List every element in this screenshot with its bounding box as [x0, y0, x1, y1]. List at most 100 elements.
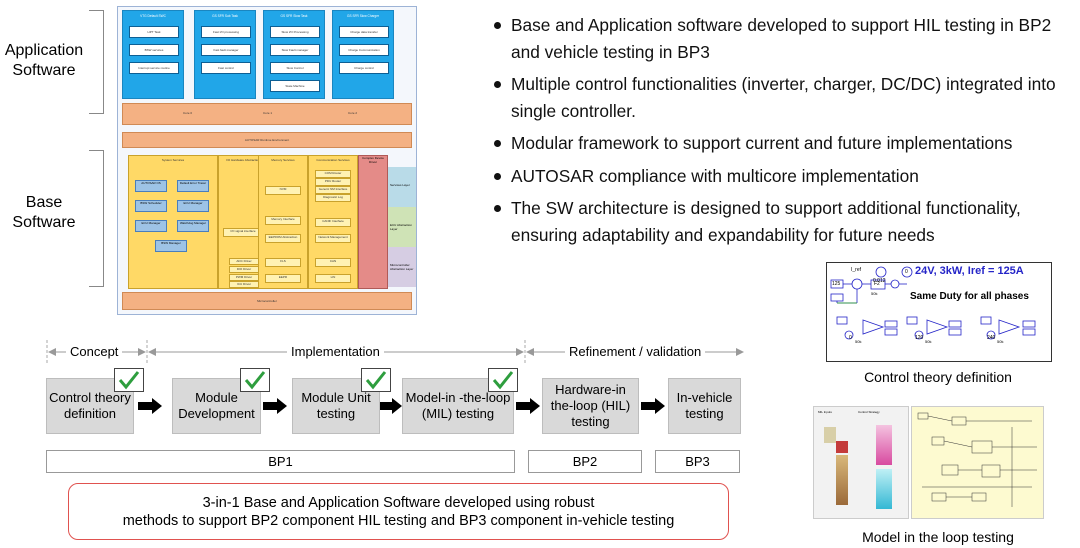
complex-device-driver-box: Complex Device Driver — [358, 155, 388, 289]
app-item: Charge data transfer — [339, 26, 389, 38]
communication-services-box: Communication Services COM Router PDU Ro… — [308, 155, 358, 289]
mil-schematic-panel — [911, 406, 1044, 519]
application-brace — [89, 10, 104, 114]
box-title: Memory Services — [271, 158, 295, 162]
step-label: Module Development — [178, 390, 255, 421]
app-box: GS SFR Slow Task Slow I/O Processing Slo… — [263, 10, 325, 99]
svc-item: ICU Driver — [229, 281, 259, 288]
mil-panel-title: MIL Inputs — [818, 410, 832, 414]
feature-bullet-list: Base and Application software developed … — [490, 12, 1070, 254]
ct-value: 0 — [905, 269, 908, 275]
ct-value: 50k — [855, 339, 862, 344]
app-box-title: GS SFR Slow Charger — [346, 14, 380, 18]
phase-ref: 240 — [987, 335, 996, 341]
ct-value: 50k — [925, 339, 932, 344]
bullet-item: Modular framework to support current and… — [490, 130, 1070, 157]
svc-item: Memory Interface — [265, 216, 301, 225]
ct-value: 50k — [997, 339, 1004, 344]
summary-line: methods to support BP2 component HIL tes… — [122, 512, 675, 529]
svc-item: CAN — [315, 258, 351, 267]
phase-ref: 0 — [849, 335, 852, 341]
ecu-layer-band: ECU Abstraction Layer — [388, 207, 416, 247]
phase-implementation: Implementation — [287, 344, 384, 359]
app-item: Slow Control — [270, 62, 320, 74]
app-item: Fast control — [201, 62, 251, 74]
svc-item: BSW Manager — [155, 240, 187, 252]
layer-label: ECU Abstraction Layer — [390, 223, 413, 231]
system-services-box: System Services AUTOSAR OS Default Error… — [128, 155, 218, 289]
base-software-label: Base Software — [12, 194, 76, 231]
step-label: Model-in -the-loop (MIL) testing — [405, 390, 511, 421]
core-label: Core 2 — [348, 111, 358, 115]
bp2-bar: BP2 — [528, 450, 642, 473]
svc-item: ECU Manager — [177, 200, 209, 212]
svc-item: PDU Router — [315, 178, 351, 186]
app-box: GS SFR Slow Charger Charge data transfer… — [332, 10, 394, 99]
summary-box: 3-in-1 Base and Application Software dev… — [68, 483, 729, 540]
svc-item: Generic NM Interface — [315, 186, 351, 194]
step-in-vehicle-testing: In-vehicle testing — [668, 378, 741, 434]
ct-value: F2 — [874, 281, 880, 287]
phase-concept: Concept — [66, 344, 123, 359]
app-box: VTG Default SWC HPT Task BSW services In… — [122, 10, 184, 99]
control-circuit-schematic — [830, 266, 1036, 340]
app-item: BSW services — [129, 44, 179, 56]
svc-item: ECU Manager — [135, 220, 167, 232]
ct-value: 125 — [832, 281, 841, 287]
svc-item: DIO Driver — [229, 266, 259, 273]
app-item: Interrupt service routine — [129, 62, 179, 74]
ct-value: 50k — [871, 291, 878, 296]
box-title: Communication Services — [316, 158, 350, 162]
bullet-item: AUTOSAR compliance with multicore implem… — [490, 163, 1070, 190]
bullet-item: Base and Application software developed … — [490, 12, 1070, 65]
mil-schematic — [917, 412, 1037, 507]
app-item: State Machine — [270, 80, 320, 92]
ct-value: 0.012 — [873, 278, 886, 284]
svc-item: CANIF Interface — [315, 218, 351, 227]
mcal-layer-band: Microcontroller Abstraction Layer — [388, 247, 416, 287]
app-item: Fast fault manager — [201, 44, 251, 56]
svc-item: NVM — [265, 186, 301, 195]
control-theory-caption: Control theory definition — [864, 369, 1012, 385]
svc-item: LIN — [315, 274, 351, 283]
core-label: Core 0 — [183, 111, 193, 115]
phase-refinement: Refinement / validation — [565, 344, 706, 359]
step-label: Hardware-in the-loop (HIL) testing — [550, 382, 631, 429]
step-label: Control theory definition — [49, 390, 131, 421]
svc-item: AUTOSAR OS — [135, 180, 167, 192]
app-box: GS SFR Sub Task Fast I/O processing Fast… — [194, 10, 256, 99]
microcontroller-bar: Microcontroller — [122, 292, 412, 310]
svc-item: EEPR — [265, 274, 301, 283]
svc-item: I/O signal interface — [223, 228, 263, 237]
app-item: HPT Task — [129, 26, 179, 38]
application-software-label: Application Software — [4, 42, 84, 79]
thumb-block — [824, 427, 836, 443]
bp3-bar: BP3 — [655, 450, 740, 473]
thumb-block — [876, 425, 892, 465]
base-brace — [89, 150, 104, 287]
bp1-bar: BP1 — [46, 450, 515, 473]
mil-panel-title: Control Strategy — [858, 410, 880, 414]
app-item: Slow I/O Processing — [270, 26, 320, 38]
step-label: In-vehicle testing — [676, 390, 733, 421]
ct-subheader: Same Duty for all phases — [910, 291, 1029, 302]
rte-bar: AUTOSAR Runtime Environment — [122, 132, 412, 148]
svc-item: FLS — [265, 258, 301, 267]
phase-ref: 120 — [915, 335, 924, 341]
app-box-title: GS SFR Slow Task — [280, 14, 308, 18]
step-label: Module Unit testing — [301, 390, 371, 421]
svc-item: BSW Scheduler — [135, 200, 167, 212]
thumb-block — [836, 455, 848, 505]
ct-value: I_ref — [851, 267, 862, 273]
svc-item: Watchdog Manager — [177, 220, 209, 232]
arrow-right-icon — [641, 398, 665, 414]
mil-caption: Model in the loop testing — [862, 529, 1014, 545]
svc-item: ADC Driver — [229, 258, 259, 265]
svc-item: Network Management — [315, 234, 351, 243]
box-title: System Services — [161, 158, 185, 162]
svc-item: PWM Driver — [229, 274, 259, 281]
arrow-right-icon — [263, 398, 287, 414]
check-icon — [114, 368, 144, 392]
app-item: Slow Fault manager — [270, 44, 320, 56]
control-theory-diagram: 24V, 3kW, Iref = 125A Same Duty for all … — [826, 262, 1052, 362]
